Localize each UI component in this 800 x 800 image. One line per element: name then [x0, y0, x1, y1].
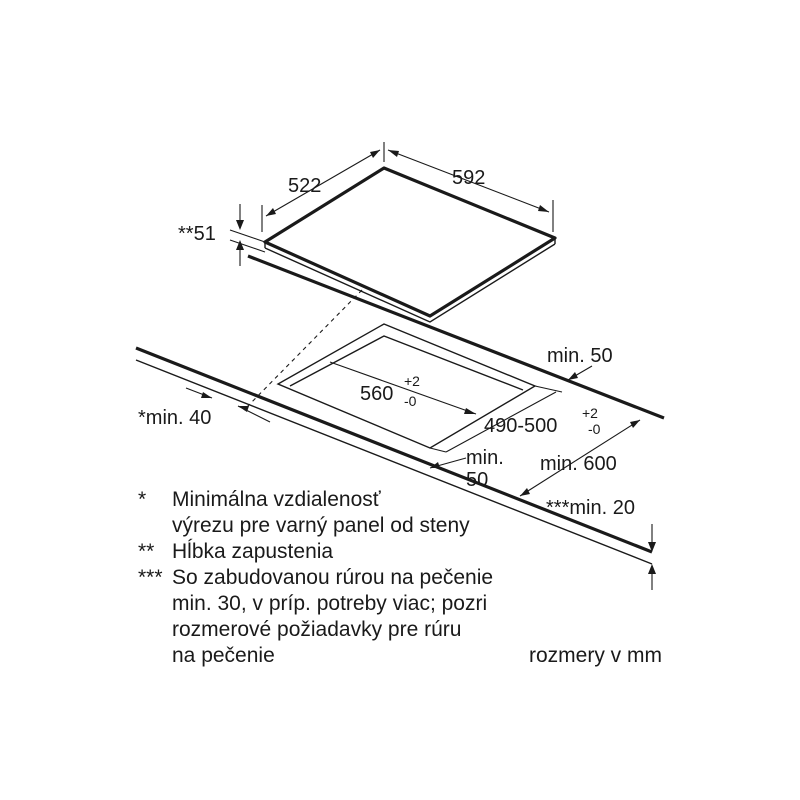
dim-min-side: *min. 40 — [138, 407, 211, 429]
dimension-min-thickness — [648, 524, 656, 590]
note-3-line-4: na pečenie — [172, 644, 275, 667]
note-3-line-1: So zabudovanou rúrou na pečenie — [172, 566, 493, 589]
cooktop — [263, 166, 557, 323]
dimension-522 — [261, 142, 385, 232]
note-1-marker: * — [138, 488, 146, 511]
dim-min-front-1: min. — [466, 447, 504, 469]
dim-cutout-width-tol-plus: +2 — [404, 373, 420, 389]
dimension-min-side — [185, 387, 271, 423]
dim-cooktop-width: 592 — [452, 167, 485, 189]
dimension-560 — [329, 361, 477, 415]
notes: * Minimálna vzdialenosť výrezu pre varný… — [138, 488, 662, 667]
dim-cutout-depth-tol-minus: -0 — [588, 421, 601, 437]
dimension-592 — [387, 149, 554, 232]
note-2-line-1: Hĺbka zapustenia — [172, 539, 333, 563]
dim-min-thickness: ***min. 20 — [546, 497, 635, 519]
dim-cutout-depth-tol-plus: +2 — [582, 405, 598, 421]
dim-cutout-depth: 490-500 — [484, 415, 557, 437]
worktop — [135, 254, 665, 565]
units-note: rozmery v mm — [529, 644, 662, 667]
note-3-line-3: rozmerové požiadavky pre rúru — [172, 618, 461, 641]
note-3-line-2: min. 30, v príp. potreby viac; pozri — [172, 592, 487, 615]
dimension-490-500 — [429, 385, 563, 453]
dim-min-worktop: min. 600 — [540, 453, 617, 475]
dimension-min-worktop — [519, 419, 641, 497]
dim-cooktop-depth: 522 — [288, 175, 321, 197]
alignment-guide — [243, 289, 363, 411]
dim-cutout-width-tol-minus: -0 — [404, 393, 417, 409]
note-1-line-1: Minimálna vzdialenosť — [172, 488, 382, 511]
dimension-recess-depth — [229, 204, 266, 266]
dimension-min-front — [429, 457, 467, 469]
note-1-line-2: výrezu pre varný panel od steny — [172, 514, 470, 537]
dimension-min-back — [567, 365, 593, 381]
dim-min-front-2: 50 — [466, 469, 488, 491]
dim-recess-depth: **51 — [178, 223, 216, 245]
dim-cutout-width: 560 — [360, 383, 393, 405]
dim-min-back: min. 50 — [547, 345, 613, 367]
note-2-marker: ** — [138, 540, 154, 563]
note-3-marker: *** — [138, 566, 163, 589]
